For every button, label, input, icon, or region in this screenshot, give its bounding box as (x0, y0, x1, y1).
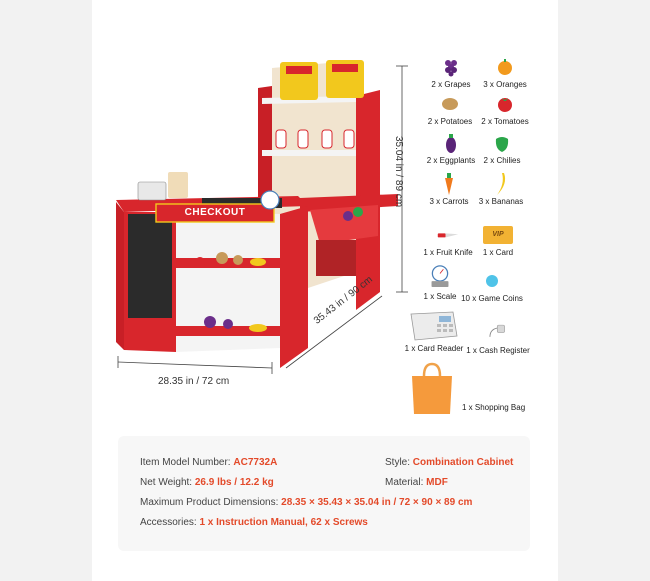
spec-model: Item Model Number: AC7732A (140, 457, 277, 468)
spec-model-label: Item Model Number: (140, 457, 231, 468)
spec-material-value: MDF (426, 477, 448, 488)
width-dimension: 28.35 in / 72 cm (158, 376, 230, 387)
grapes-icon (440, 56, 462, 78)
spec-accessories-value: 1 x Instruction Manual, 62 x Screws (199, 517, 368, 528)
accessory-label: 1 x Scale (423, 292, 457, 301)
accessory-label: 3 x Oranges (483, 80, 527, 89)
accessory-game-coins: 10 x Game Coins (460, 270, 524, 303)
accessory-card: VIP 1 x Card (478, 224, 518, 257)
accessory-label: 2 x Eggplants (426, 156, 476, 165)
checkout-sign: CHECKOUT (184, 207, 246, 218)
shopping-bag-icon (410, 362, 454, 421)
spec-dimensions-label: Maximum Product Dimensions: (140, 497, 279, 508)
spec-material-label: Material: (385, 477, 424, 488)
accessory-label: 1 x Card (482, 248, 514, 257)
spec-style-label: Style: (385, 457, 411, 468)
spec-weight-label: Net Weight: (140, 477, 193, 488)
accessory-label: 10 x Game Coins (461, 294, 523, 303)
height-dimension: 35.04 in / 89 cm (393, 136, 404, 208)
accessory-label: 2 x Chilies (483, 156, 521, 165)
accessory-grapes: 2 x Grapes (424, 56, 478, 89)
accessory-label: 2 x Grapes (431, 80, 471, 89)
spec-dimensions-value: 28.35 × 35.43 × 35.04 in / 72 × 90 × 89 … (281, 497, 473, 508)
accessory-label: 2 x Tomatoes (481, 117, 529, 126)
knife-icon (437, 224, 459, 246)
accessory-chilies: 2 x Chilies (478, 132, 526, 165)
spec-weight: Net Weight: 26.9 lbs / 12.2 kg (140, 477, 274, 488)
milk-bottles (275, 129, 355, 149)
dimension-lines (117, 65, 408, 374)
accessory-label: 3 x Carrots (429, 197, 469, 206)
scale-icon (429, 262, 451, 290)
counter-devices (137, 172, 280, 210)
accessory-eggplants: 2 x Eggplants (424, 132, 478, 165)
tomato-icon (494, 93, 516, 115)
checkout-counter (116, 196, 308, 368)
spec-model-value: AC7732A (233, 457, 278, 468)
vip-card-text: VIP (483, 226, 513, 244)
card-icon: VIP (483, 224, 513, 246)
spec-dimensions: Maximum Product Dimensions: 28.35 × 35.4… (140, 497, 472, 508)
accessory-carrots: 3 x Carrots (424, 173, 474, 206)
accessory-scale: 1 x Scale (422, 262, 458, 301)
spec-weight-value: 26.9 lbs / 12.2 kg (194, 477, 274, 488)
orange-icon (494, 56, 516, 78)
cash-register-icon (487, 318, 509, 344)
carrot-icon (438, 173, 460, 195)
specs-panel (118, 436, 530, 551)
banana-icon (490, 173, 512, 195)
spec-material: Material: MDF (385, 477, 448, 488)
accessory-label: 2 x Potatoes (427, 117, 473, 126)
produce (195, 207, 363, 332)
spec-accessories-label: Accessories: (140, 517, 197, 528)
snack-bags (280, 60, 364, 100)
spec-style: Style: Combination Cabinet (385, 457, 513, 468)
spec-style-value: Combination Cabinet (412, 457, 514, 468)
accessory-potatoes: 2 x Potatoes (424, 93, 476, 126)
accessory-label: 1 x Fruit Knife (423, 248, 473, 257)
eggplant-icon (440, 132, 462, 154)
accessory-label: 1 x Card Reader (404, 344, 464, 353)
accessory-cash-register: 1 x Cash Register (464, 318, 532, 355)
accessory-label: 3 x Bananas (478, 197, 524, 206)
accessory-oranges: 3 x Oranges (476, 56, 534, 89)
potato-icon (439, 93, 461, 115)
accessory-label: 1 x Cash Register (466, 346, 530, 355)
accessory-card-reader: 1 x Card Reader (404, 310, 464, 353)
chili-icon (491, 132, 513, 154)
spec-accessories: Accessories: 1 x Instruction Manual, 62 … (140, 517, 368, 528)
accessory-shopping-bag-label: 1 x Shopping Bag (462, 403, 526, 412)
accessory-tomatoes: 2 x Tomatoes (474, 93, 536, 126)
accessory-fruit-knife: 1 x Fruit Knife (420, 224, 476, 257)
accessory-bananas: 3 x Bananas (474, 173, 528, 206)
card-reader-icon (409, 310, 459, 342)
coin-icon (481, 270, 503, 292)
